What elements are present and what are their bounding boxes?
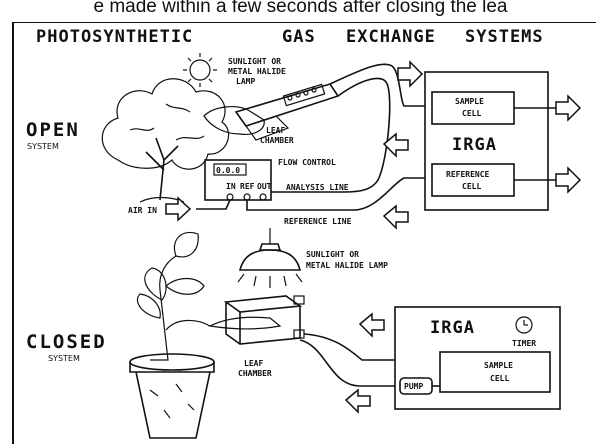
open-lamp-label-2: METAL HALIDE <box>228 67 286 76</box>
closed-irga-label: IRGA <box>430 318 475 338</box>
pump-box <box>399 377 433 395</box>
closed-sample-cell <box>439 351 551 393</box>
closed-lamp-label-2: METAL HALIDE LAMP <box>306 261 388 270</box>
port-label-out: OUT <box>257 182 272 191</box>
closed-leaf-chamber-label-1: LEAF <box>244 359 263 368</box>
closed-leaf-chamber-icon <box>208 295 305 345</box>
air-in-tube <box>196 199 231 210</box>
inflow-arrow-middle <box>382 132 409 158</box>
closed-sample-tube <box>303 333 440 361</box>
open-lamp-label-3: LAMP <box>236 77 255 86</box>
analysis-line-label: ANALYSIS LINE <box>286 183 349 192</box>
analysis-line-tube <box>266 77 391 193</box>
open-irga-label: IRGA <box>452 135 497 155</box>
inflow-arrow-reference <box>382 204 409 230</box>
open-leaf-chamber-label-1: LEAF <box>266 126 285 135</box>
sample-inlet-tube <box>329 63 432 107</box>
closed-subheading: SYSTEM <box>48 354 80 363</box>
timer-icon <box>515 316 533 334</box>
title-word-4: SYSTEMS <box>465 27 544 47</box>
title-word-2: GAS <box>282 27 316 47</box>
open-lamp-label-1: SUNLIGHT OR <box>228 57 281 66</box>
outflow-arrow-reference <box>555 166 582 194</box>
lamp-icon <box>237 228 303 288</box>
port-label-ref: REF <box>240 182 255 191</box>
pump-label: PUMP <box>404 382 423 391</box>
title-word-3: EXCHANGE <box>346 27 436 47</box>
closed-sample-cell-label-1: SAMPLE <box>484 361 513 370</box>
open-sample-cell-label-2: CELL <box>462 109 481 118</box>
flow-display-text: 0.0.0 <box>216 166 240 175</box>
open-heading: OPEN <box>26 119 80 141</box>
tree-icon <box>101 78 230 203</box>
caption-text: e made within a few seconds after closin… <box>93 0 508 17</box>
closed-sample-cell-label-2: CELL <box>490 374 509 383</box>
closed-heading: CLOSED <box>26 331 107 353</box>
flow-control-box <box>204 159 272 201</box>
title-word-1: PHOTOSYNTHETIC <box>36 27 193 47</box>
potted-plant-icon <box>129 231 215 439</box>
air-in-label: AIR IN <box>128 206 157 215</box>
diagram-frame <box>12 22 596 444</box>
open-reference-cell <box>431 163 515 197</box>
open-reference-cell-label-1: REFERENCE <box>446 170 490 179</box>
open-leaf-chamber-label-2: CHAMBER <box>260 136 294 145</box>
timer-label: TIMER <box>512 339 536 348</box>
open-reference-cell-label-2: CELL <box>462 182 481 191</box>
open-sample-cell-label-1: SAMPLE <box>455 97 484 106</box>
closed-return-tube <box>299 339 400 387</box>
outflow-arrow-sample <box>555 94 582 122</box>
inflow-arrow-top <box>397 60 424 88</box>
open-subheading: SYSTEM <box>27 142 59 151</box>
air-in-arrow <box>165 196 192 222</box>
port-label-in: IN <box>226 182 236 191</box>
flow-control-label: FLOW CONTROL <box>278 158 336 167</box>
closed-return-arrow <box>344 388 371 414</box>
sun-icon <box>183 53 217 87</box>
open-sample-cell <box>431 91 515 125</box>
closed-lamp-label-1: SUNLIGHT OR <box>306 250 359 259</box>
closed-inflow-arrow <box>358 312 385 338</box>
closed-leaf-chamber-label-2: CHAMBER <box>238 369 272 378</box>
reference-line-tube <box>246 177 432 211</box>
reference-line-label: REFERENCE LINE <box>284 217 352 226</box>
